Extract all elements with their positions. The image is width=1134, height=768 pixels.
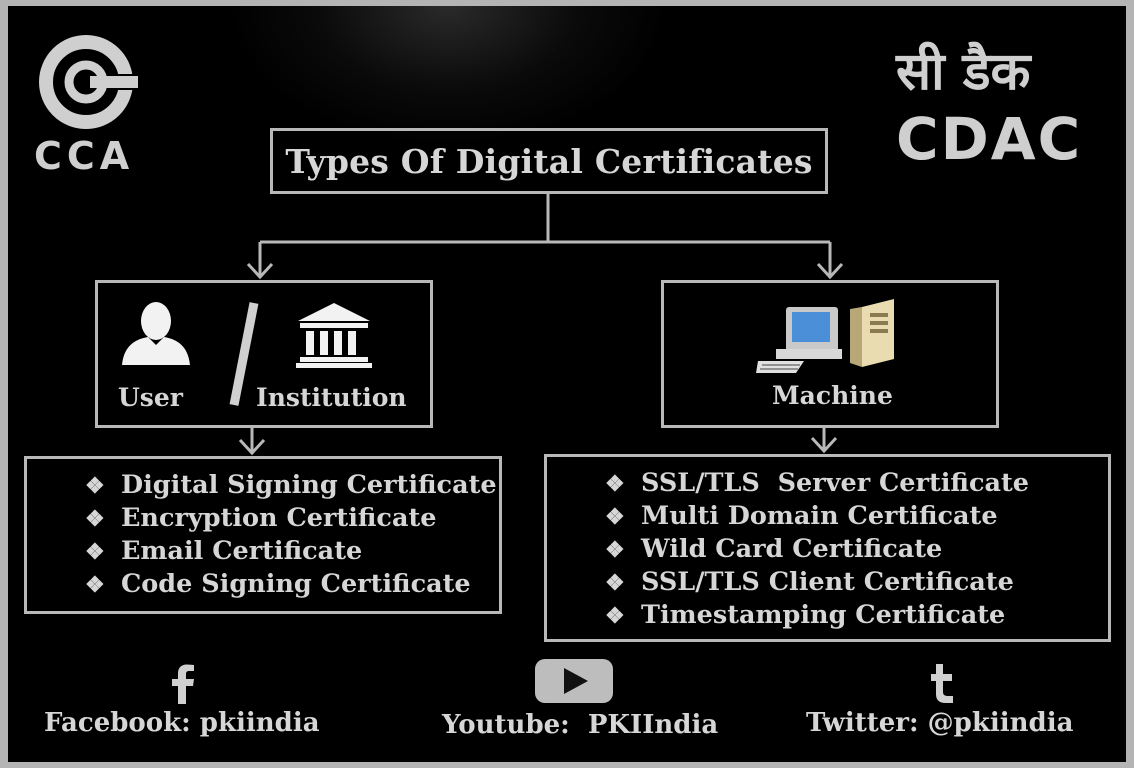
- youtube-label[interactable]: Youtube: PKIIndia: [442, 710, 719, 740]
- slash-divider: [229, 302, 259, 406]
- bullet-icon: ❖: [85, 473, 105, 499]
- cdac-hindi-text: सी डैक: [896, 42, 1031, 102]
- list-item: ❖SSL/TLS Server Certificate: [605, 467, 1029, 500]
- machine-box: Machine: [661, 280, 999, 428]
- cca-logo: CCA: [30, 30, 150, 180]
- diagram-title: Types Of Digital Certificates: [270, 128, 828, 194]
- diagram-canvas: CCA सी डैक CDAC Types Of Digital Certifi…: [8, 6, 1126, 762]
- user-institution-box: User Institution: [95, 280, 433, 428]
- bullet-icon: ❖: [605, 537, 625, 563]
- bullet-icon: ❖: [605, 570, 625, 596]
- institution-icon: [296, 303, 372, 368]
- list-item: ❖SSL/TLS Client Certificate: [605, 566, 1029, 599]
- user-certificate-list: ❖Digital Signing Certificate ❖Encryption…: [85, 469, 497, 601]
- facebook-icon[interactable]: [168, 664, 198, 706]
- computer-icon: [756, 307, 842, 373]
- twitter-icon[interactable]: [928, 662, 956, 704]
- machine-certificate-list-box: ❖SSL/TLS Server Certificate ❖Multi Domai…: [544, 454, 1111, 642]
- machine-certificate-list: ❖SSL/TLS Server Certificate ❖Multi Domai…: [605, 467, 1029, 632]
- machine-label: Machine: [772, 381, 893, 410]
- list-item: ❖Code Signing Certificate: [85, 568, 497, 601]
- bullet-icon: ❖: [605, 471, 625, 497]
- youtube-icon[interactable]: [534, 658, 614, 704]
- bullet-icon: ❖: [85, 572, 105, 598]
- cdac-logo: सी डैक CDAC: [896, 42, 1108, 182]
- cdac-logo-text: CDAC: [896, 105, 1083, 173]
- facebook-label[interactable]: Facebook: pkiindia: [44, 708, 320, 738]
- list-item: ❖Wild Card Certificate: [605, 533, 1029, 566]
- bullet-icon: ❖: [605, 504, 625, 530]
- cca-logo-mark: [39, 35, 146, 129]
- institution-label: Institution: [256, 383, 407, 412]
- user-label: User: [118, 383, 183, 412]
- server-icon: [850, 299, 894, 367]
- bullet-icon: ❖: [605, 603, 625, 629]
- list-item: ❖Digital Signing Certificate: [85, 469, 497, 502]
- list-item: ❖Timestamping Certificate: [605, 599, 1029, 632]
- list-item: ❖Multi Domain Certificate: [605, 500, 1029, 533]
- list-item: ❖Email Certificate: [85, 535, 497, 568]
- user-icon: [122, 302, 190, 365]
- bullet-icon: ❖: [85, 539, 105, 565]
- list-item: ❖Encryption Certificate: [85, 502, 497, 535]
- bullet-icon: ❖: [85, 506, 105, 532]
- connector-lines: [238, 194, 844, 456]
- user-certificate-list-box: ❖Digital Signing Certificate ❖Encryption…: [24, 456, 502, 614]
- twitter-label[interactable]: Twitter: @pkiindia: [806, 708, 1074, 738]
- cca-logo-text: CCA: [34, 134, 135, 178]
